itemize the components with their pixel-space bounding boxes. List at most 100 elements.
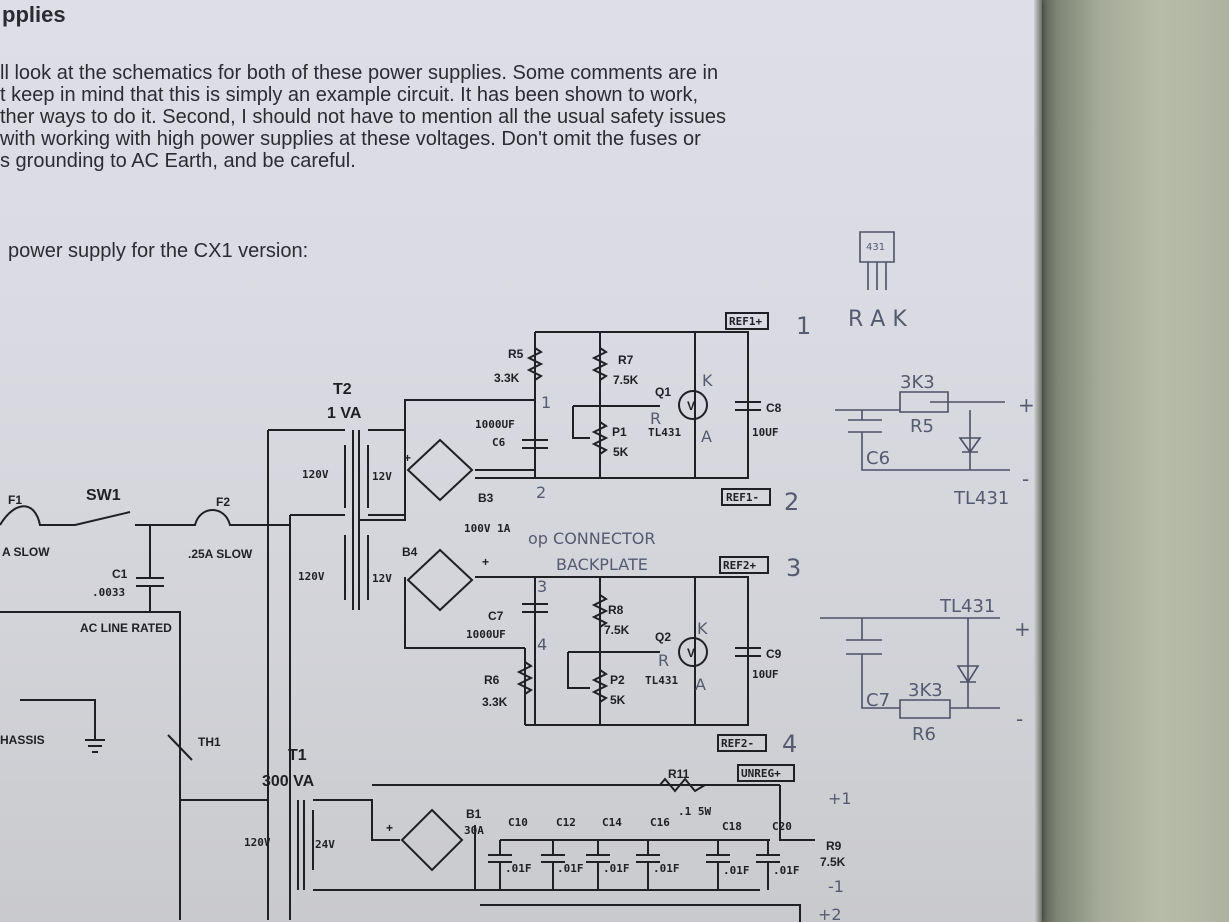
t2-pri-a: 120V	[302, 468, 329, 481]
sw1-label: SW1	[86, 487, 121, 504]
q1-label: Q1	[655, 385, 671, 399]
q1-part: TL431	[648, 426, 681, 439]
hand-q1-k: K	[702, 371, 713, 390]
hand-plus2: +2	[818, 905, 842, 922]
r7-value: 7.5K	[613, 373, 639, 387]
ref2-regulator	[404, 576, 761, 726]
ac-input	[0, 505, 290, 920]
background-wall	[1040, 0, 1229, 922]
hand-sketch1-c: C6	[866, 448, 890, 469]
r11-label: R11	[668, 767, 690, 781]
hand-q1-r: R	[650, 409, 661, 428]
cap-c18: C18	[722, 820, 742, 833]
hand-op-connector: op CONNECTOR	[528, 529, 656, 548]
t1-sec: 24V	[315, 838, 335, 851]
hand-sketch2-c: C7	[866, 690, 890, 711]
t2-label: T2	[333, 381, 352, 398]
b4-label: B4	[402, 545, 418, 559]
hand-pkg: 431	[866, 242, 885, 253]
q2-label: Q2	[655, 630, 671, 644]
cap-value: .01F	[653, 862, 680, 875]
r8-label: R8	[608, 603, 624, 617]
b3-plus: +	[404, 451, 411, 465]
hand-sketch2-minus: -	[1016, 707, 1023, 731]
ref2p-terminal	[719, 556, 769, 574]
cap-value: .01F	[505, 862, 532, 875]
body-line: t keep in mind that this is simply an ex…	[0, 84, 699, 106]
cap-value: .01F	[603, 862, 630, 875]
q2-symbol: V	[687, 646, 695, 660]
hand-small-4: 4	[537, 635, 547, 654]
r5-label: R5	[508, 347, 524, 361]
p2-label: P2	[610, 673, 625, 687]
c6-value: 1000UF	[475, 418, 515, 431]
q1-symbol: V	[687, 399, 695, 413]
ref1-regulator	[360, 331, 761, 521]
hand-sketch1-tl: TL431	[953, 488, 1009, 509]
f1-rating: A SLOW	[2, 545, 50, 559]
t2-rating: 1 VA	[327, 405, 362, 422]
th1-label: TH1	[198, 735, 221, 749]
cap-c16: C16	[650, 816, 670, 829]
c1-value: .0033	[92, 586, 125, 599]
paper-sheet: pplies ll look at the schematics for bot…	[0, 0, 1040, 922]
p1-label: P1	[612, 425, 627, 439]
unreg-terminal	[737, 764, 795, 782]
t2-pri-b: 120V	[298, 570, 325, 583]
tl431-package-sketch	[859, 231, 895, 290]
t2-transformer	[267, 429, 406, 920]
cap-c14: C14	[602, 816, 622, 829]
b4-bridge	[406, 548, 474, 612]
body-paragraph: ll look at the schematics for both of th…	[0, 62, 726, 172]
b1-rating: 30A	[464, 824, 484, 837]
r6-value: 3.3K	[482, 695, 508, 709]
hand-num-1: 1	[796, 312, 811, 340]
q2-part: TL431	[645, 674, 678, 687]
cap-value: .01F	[723, 864, 750, 877]
f2-label: F2	[216, 495, 230, 509]
hand-q2-k: K	[697, 619, 708, 638]
f2-rating: .25A SLOW	[188, 547, 253, 561]
cap-value: .01F	[557, 862, 584, 875]
b1-label: B1	[466, 807, 482, 821]
r7-label: R7	[618, 353, 634, 367]
hand-small-3: 3	[537, 577, 547, 596]
f1-label: F1	[8, 493, 22, 507]
unreg-label: UNREG+	[741, 767, 781, 780]
ref1m-terminal	[721, 488, 771, 506]
hand-sketch1-minus: -	[1022, 467, 1029, 491]
ref2m-label: REF2-	[721, 737, 754, 750]
hand-sketch2-plus: +	[1014, 617, 1031, 641]
hand-rak: R A K	[848, 307, 907, 332]
hand-sketch1-plus: +	[1018, 393, 1035, 417]
c6-label: C6	[492, 436, 506, 449]
body-line: ther ways to do it. Second, I should not…	[0, 106, 726, 128]
b4-plus: +	[482, 555, 489, 569]
cap-value: .01F	[773, 864, 800, 877]
c1-label: C1	[112, 567, 128, 581]
hand-sketch2-rlabel: R6	[912, 724, 936, 745]
body-line: with working with high power supplies at…	[0, 128, 701, 150]
t1-pri: 120V	[244, 836, 271, 849]
t2-sec-a: 12V	[372, 470, 392, 483]
body-line: s grounding to AC Earth, and be careful.	[0, 150, 356, 172]
t2-sec-b: 12V	[372, 572, 392, 585]
r8-value: 7.5K	[604, 623, 630, 637]
regulator-sketch-2	[820, 617, 1000, 719]
c8-label: C8	[766, 401, 782, 415]
r5-value: 3.3K	[494, 371, 520, 385]
chassis-label: HASSIS	[0, 733, 45, 747]
hand-q1-a: A	[701, 427, 712, 446]
hand-plus1: +1	[828, 789, 852, 808]
ref1m-label: REF1-	[726, 491, 759, 504]
ref2m-terminal	[717, 734, 767, 752]
hand-sketch2-tl: TL431	[939, 596, 995, 617]
t1-rating: 300 VA	[262, 773, 315, 790]
r9-label: R9	[826, 839, 842, 853]
cap-c20: C20	[772, 820, 792, 833]
bridge-rating: 100V 1A	[464, 522, 511, 535]
c7-label: C7	[488, 609, 504, 623]
t1-transformer	[289, 777, 815, 922]
cap-c10: C10	[508, 816, 528, 829]
hand-small-2: 2	[536, 483, 546, 502]
